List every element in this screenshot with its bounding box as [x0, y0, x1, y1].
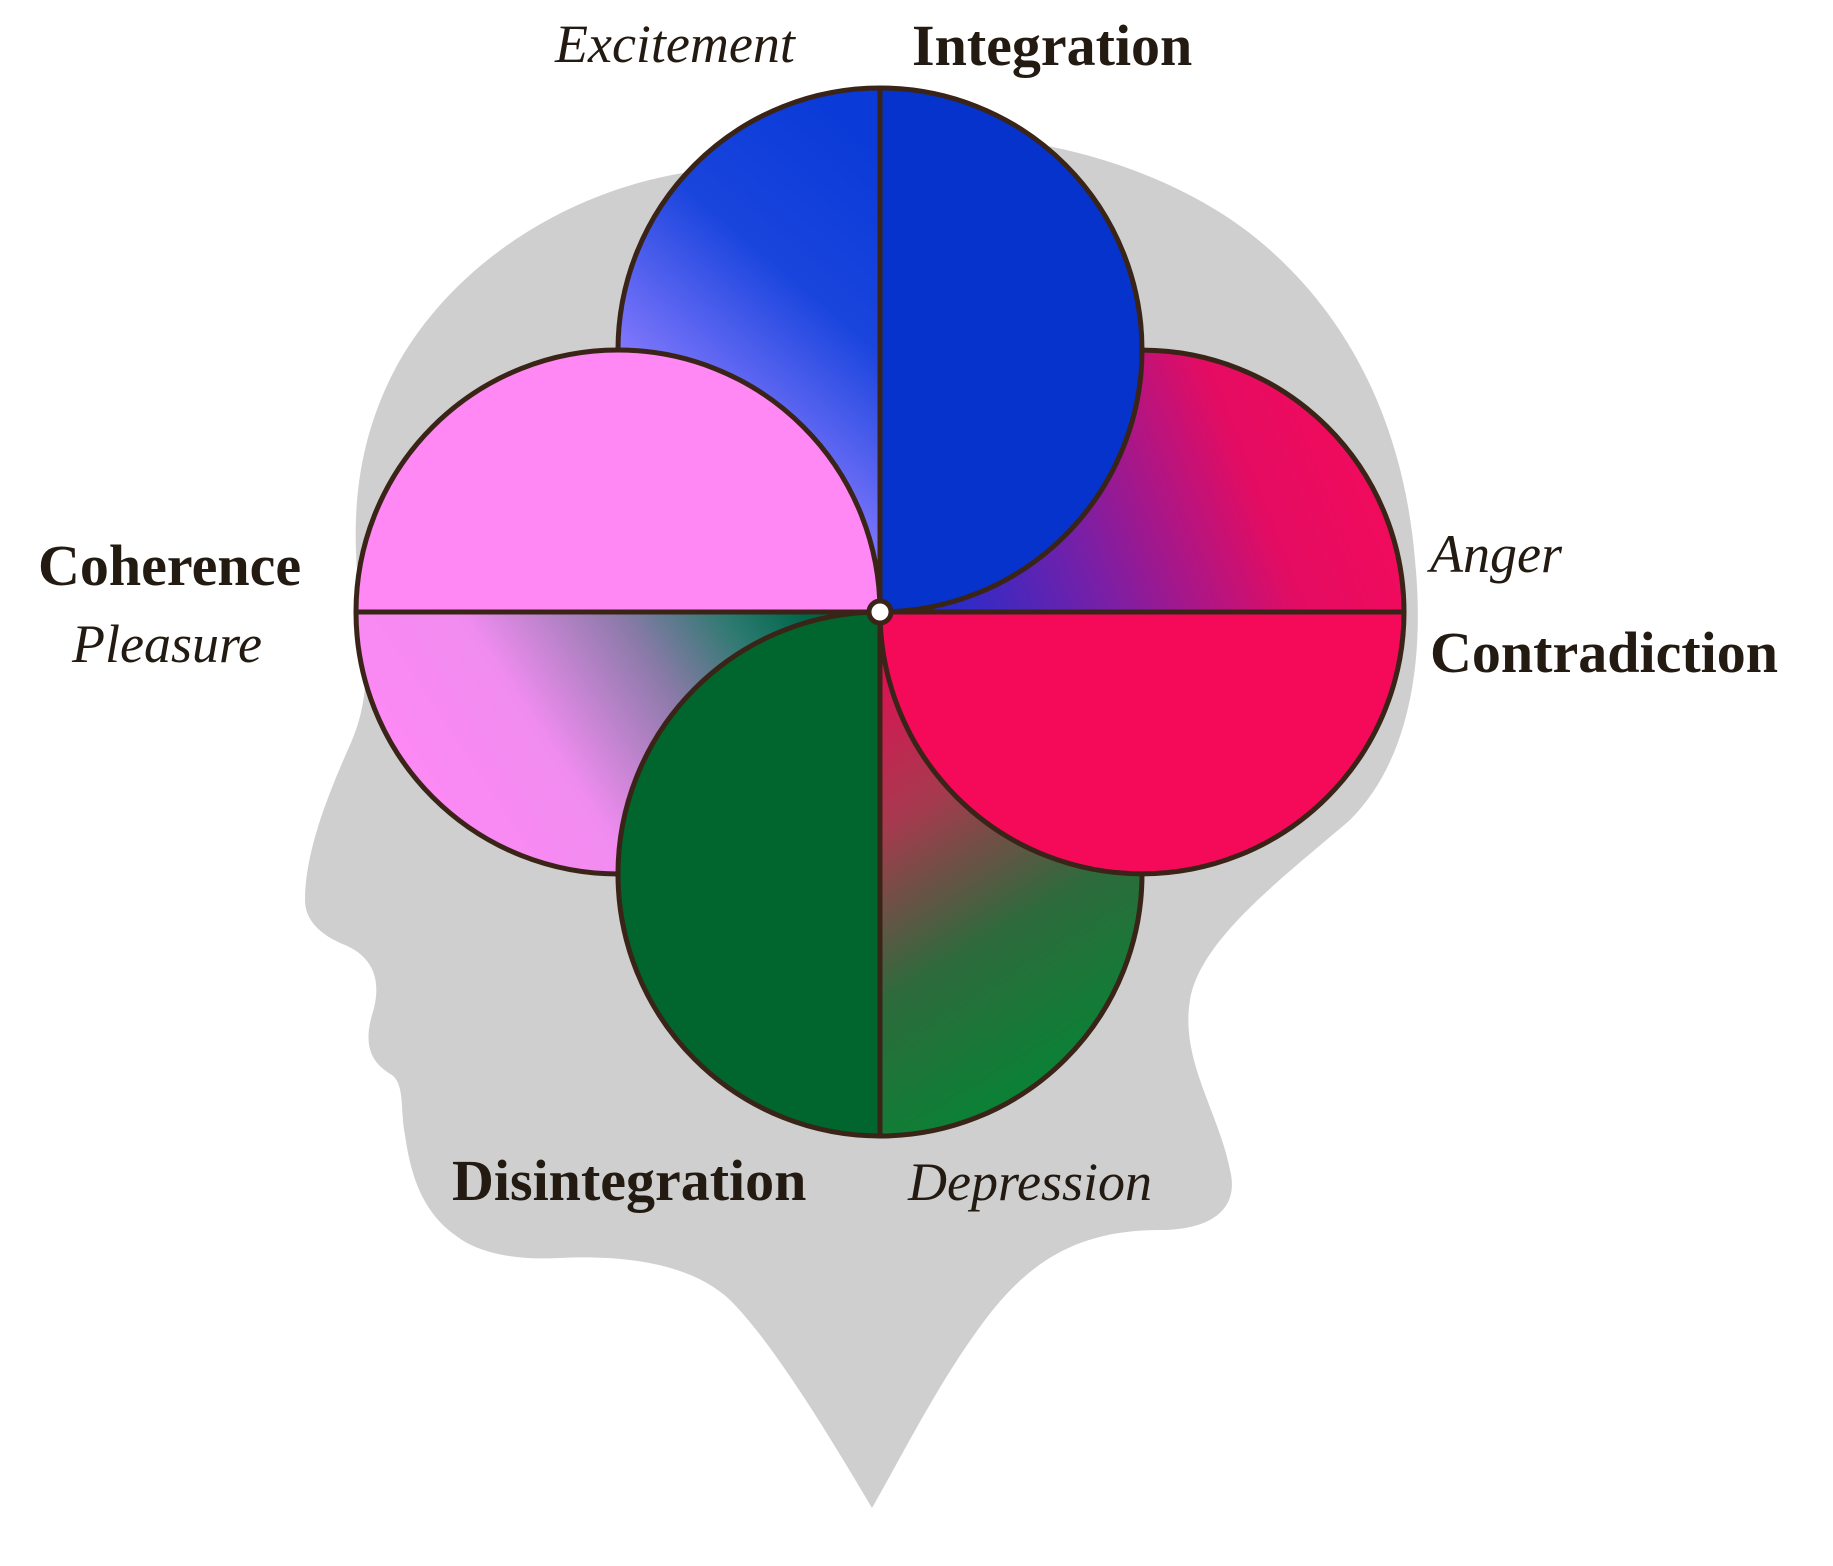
disintegration-half-disc: [615, 609, 883, 1139]
label-disintegration: Disintegration: [452, 1148, 806, 1213]
label-contradiction: Contradiction: [1430, 620, 1778, 685]
coherence-half-disc: [353, 347, 883, 615]
label-excitement: Excitement: [554, 14, 797, 74]
label-integration: Integration: [912, 13, 1192, 78]
label-pleasure: Pleasure: [71, 614, 262, 674]
label-coherence: Coherence: [38, 533, 301, 598]
center-point: [866, 598, 894, 626]
label-depression: Depression: [907, 1152, 1152, 1212]
integration-half-disc: [877, 85, 1145, 615]
contradiction-half-disc: [877, 609, 1407, 877]
label-anger: Anger: [1427, 524, 1563, 584]
